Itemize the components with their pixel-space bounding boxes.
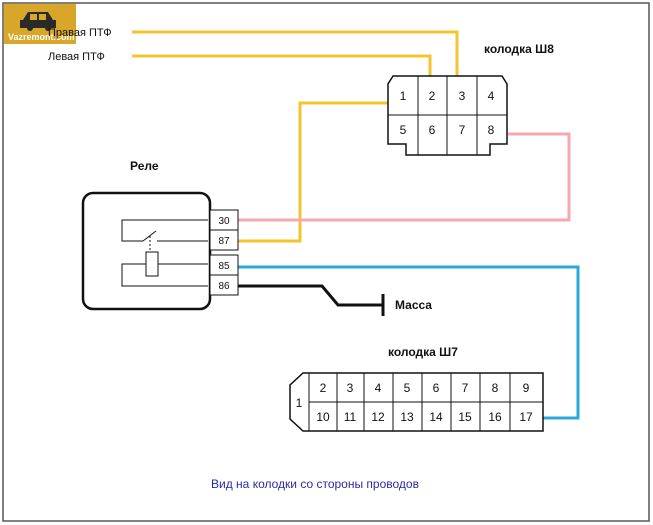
sh7-pin: 2 — [320, 381, 327, 395]
sh7-pin: 4 — [375, 381, 382, 395]
relay-pin: 30 — [218, 216, 230, 227]
relay-coil — [145, 251, 159, 277]
label-right-fog: Правая ПТФ — [48, 27, 112, 39]
relay-switch-wire — [121, 219, 208, 242]
wire-left-fog — [132, 54, 432, 76]
relay: 30 87 85 86 — [81, 191, 239, 311]
sh7-pin: 5 — [404, 381, 411, 395]
relay-body — [81, 191, 212, 311]
sh8-pin: 3 — [459, 89, 466, 103]
sh7-pin: 10 — [316, 410, 330, 424]
connector-sh7: 1 2 3 4 5 6 7 8 9 10 11 12 13 14 15 16 1… — [289, 372, 544, 432]
label-connector-sh7: колодка Ш7 — [388, 345, 458, 359]
view-note: Вид на колодки со стороны проводов — [211, 477, 419, 491]
wire-relay-30 — [238, 132, 571, 222]
label-ground: Масса — [395, 298, 432, 312]
sh7-pin: 9 — [523, 381, 530, 395]
sh7-pin: 14 — [429, 410, 443, 424]
relay-pin: 87 — [218, 236, 230, 247]
label-connector-sh8: колодка Ш8 — [484, 42, 554, 56]
sh7-pin: 11 — [344, 410, 357, 424]
sh8-pin: 6 — [429, 123, 436, 137]
sh8-pin: 1 — [400, 89, 407, 103]
site-logo: Vazremont.com — [4, 4, 76, 44]
sh8-pin: 5 — [400, 123, 407, 137]
relay-pin: 85 — [218, 261, 230, 272]
sh7-pin: 12 — [371, 410, 385, 424]
sh7-pin: 1 — [296, 396, 303, 410]
sh7-pin: 7 — [462, 381, 469, 395]
relay-pin: 86 — [218, 281, 230, 292]
logo-text: Vazremont.com — [8, 32, 75, 42]
wire-relay-86 — [238, 284, 383, 307]
sh8-pin: 8 — [488, 123, 495, 137]
sh7-pin: 3 — [347, 381, 354, 395]
car-icon — [20, 12, 56, 31]
sh7-pin: 16 — [488, 410, 502, 424]
relay-pin-box — [209, 274, 239, 296]
wire-relay-85 — [238, 265, 580, 420]
sh7-pin: 15 — [458, 410, 472, 424]
sh7-pin: 6 — [433, 381, 440, 395]
label-relay: Реле — [130, 159, 159, 173]
sh7-pin: 17 — [519, 410, 533, 424]
sh8-pin: 2 — [429, 89, 436, 103]
sh8-pin: 4 — [488, 89, 495, 103]
relay-coil-wire — [121, 263, 208, 287]
wire-right-fog — [132, 30, 459, 76]
connector-sh8: 1 2 3 4 5 6 7 8 — [387, 75, 508, 156]
relay-pin-box — [209, 229, 239, 251]
sh8-pin: 7 — [459, 123, 466, 137]
wire-relay-87 — [238, 101, 388, 243]
sh7-pin: 8 — [492, 381, 499, 395]
sh7-pin: 13 — [400, 410, 414, 424]
label-left-fog: Левая ПТФ — [48, 51, 105, 63]
